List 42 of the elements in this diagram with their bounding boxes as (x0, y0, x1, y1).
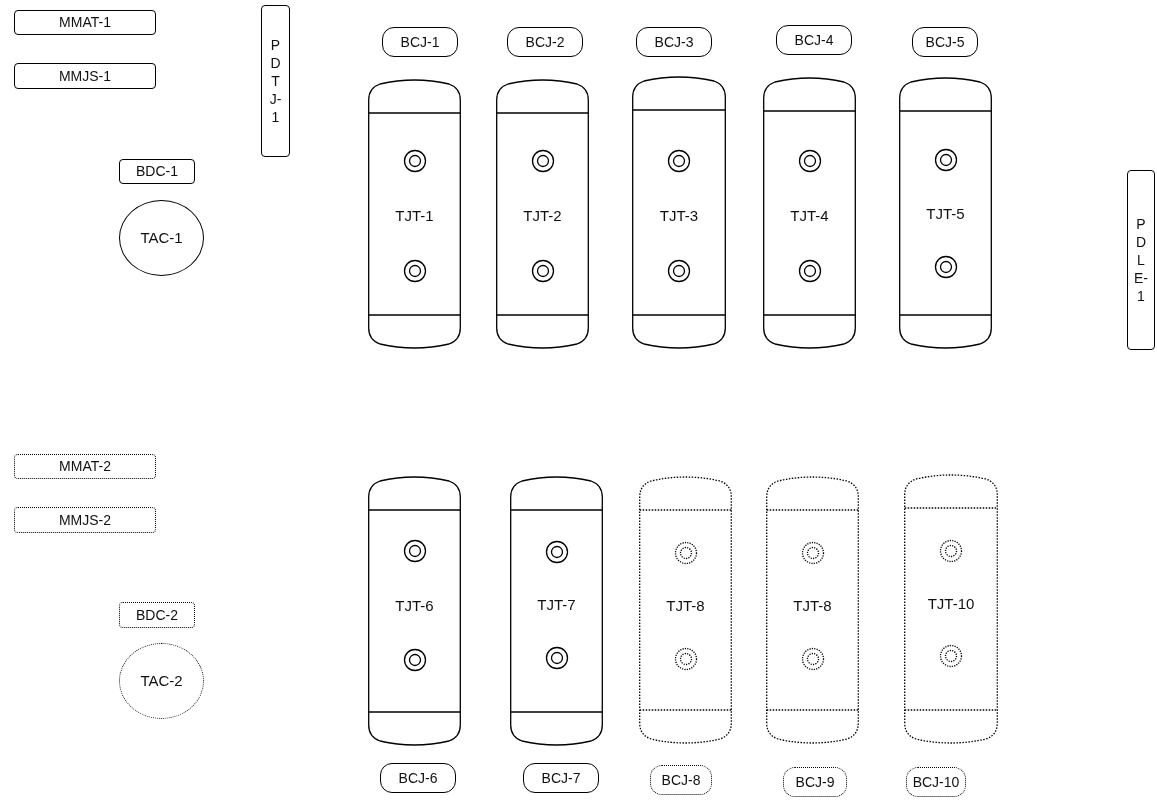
vessel-drawing (368, 475, 461, 747)
equipment-tag: MMJS-1 (14, 63, 156, 89)
tank-circle: TAC-1 (119, 200, 204, 276)
tag-label: BCJ-10 (906, 767, 966, 797)
vessel-drawing (899, 76, 992, 350)
vessel-label: TJT-8 (793, 596, 832, 616)
tag-label: BCJ-4 (776, 25, 852, 55)
equipment-tag: BDC-2 (119, 602, 195, 628)
vessel-label: TJT-3 (659, 206, 699, 226)
tag-label: BCJ-9 (783, 767, 847, 797)
tag-label: BCJ-7 (523, 763, 599, 793)
vessel-label: TJT-2 (523, 206, 562, 226)
vertical-label: PDLE-1 (1134, 215, 1148, 305)
vessel-drawing (639, 475, 732, 745)
tag-label: BCJ-3 (636, 27, 712, 57)
vessel-label: TJT-8 (666, 596, 705, 616)
vessel-drawing (510, 475, 603, 747)
equipment-tag: MMAT-2 (14, 454, 156, 479)
tag-label: BCJ-6 (380, 763, 456, 793)
equipment-tag: MMJS-2 (14, 507, 156, 533)
vertical-label: PDTJ-1 (268, 36, 283, 126)
tank-circle: TAC-2 (119, 643, 204, 719)
vessel-label: TJT-6 (395, 595, 434, 616)
vessel-drawing (632, 75, 726, 350)
vessel-label: TJT-1 (395, 206, 434, 226)
vessel-drawing (763, 76, 856, 350)
equipment-tag: MMAT-1 (14, 10, 156, 35)
tag-label: BCJ-8 (650, 765, 712, 795)
tag-label: BCJ-2 (507, 27, 583, 57)
vessel-label: TJT-10 (927, 593, 975, 614)
vertical-tag (261, 5, 290, 157)
equipment-tag: BDC-1 (119, 159, 195, 184)
vessel-drawing (496, 78, 589, 350)
vessel-label: TJT-5 (926, 203, 965, 224)
vessel-drawing (368, 78, 461, 350)
vertical-tag (1127, 170, 1155, 350)
vessel-label: TJT-4 (790, 206, 829, 226)
vessel-drawing (904, 473, 998, 745)
tag-label: BCJ-5 (912, 27, 978, 57)
vessel-drawing (766, 475, 859, 745)
vessel-label: TJT-7 (537, 595, 576, 615)
tag-label: BCJ-1 (382, 27, 458, 57)
